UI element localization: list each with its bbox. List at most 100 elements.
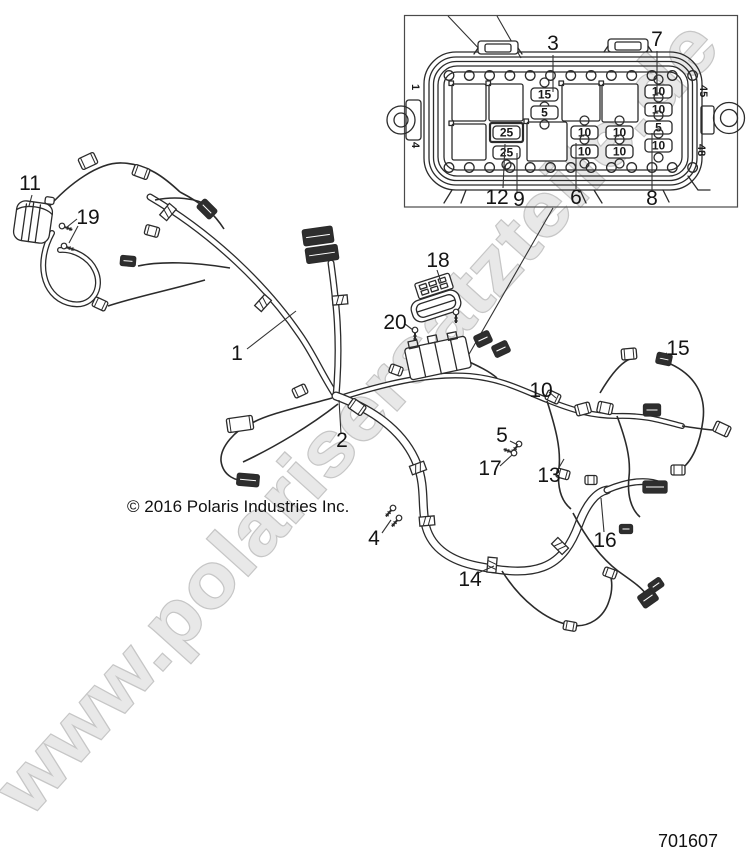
svg-text:5: 5: [655, 121, 662, 135]
connector: [91, 296, 109, 312]
tube-core: [328, 260, 341, 399]
wire: [220, 397, 333, 482]
connector: [544, 389, 562, 405]
connector: [291, 383, 309, 399]
screw: [452, 308, 460, 323]
svg-text:10: 10: [613, 145, 627, 159]
clamp-band: [158, 202, 178, 222]
connector: [304, 243, 340, 265]
wire: [546, 400, 572, 510]
right-mount-ear: [700, 101, 746, 135]
pin: [463, 70, 475, 81]
callout-20: 20: [383, 311, 406, 334]
tube-core: [41, 231, 100, 306]
callout-16: 16: [593, 529, 616, 552]
pin: [605, 162, 617, 173]
inset-frame: [403, 14, 739, 208]
pin: [626, 162, 638, 173]
screw: [58, 222, 73, 232]
fuse: 25: [488, 121, 525, 144]
connector: [637, 587, 659, 609]
callout-14: 14: [458, 568, 482, 591]
connector: [119, 254, 137, 268]
pin: [443, 162, 455, 173]
fuse: 15: [530, 77, 559, 112]
callout-6: 6: [570, 186, 582, 209]
callout-2: 2: [336, 429, 348, 452]
pin: [484, 162, 496, 173]
connector: [236, 472, 260, 488]
connector: [491, 340, 511, 358]
pin: [524, 70, 536, 81]
wire: [572, 512, 647, 595]
fuseblock-cover: [410, 289, 462, 323]
fuse: 25: [492, 145, 521, 170]
connector: [602, 566, 618, 580]
callout-3: 3: [547, 32, 559, 55]
fuse: 10: [644, 128, 673, 163]
callout-5: 5: [496, 424, 508, 447]
pin: [666, 162, 678, 173]
clamp-band: [331, 294, 349, 306]
relay-cavities: [448, 80, 639, 162]
pin: [524, 162, 536, 173]
svg-text:10: 10: [652, 139, 666, 153]
callout-13: 13: [537, 464, 560, 487]
connector: [473, 330, 493, 348]
connector: [77, 151, 99, 171]
callout-10: 10: [529, 379, 552, 402]
pin: [626, 70, 638, 81]
connector: [642, 480, 668, 494]
pin: [605, 70, 617, 81]
wire: [665, 361, 705, 471]
callout-11: 11: [19, 172, 41, 195]
svg-text:10: 10: [578, 145, 592, 159]
latch-tab: [603, 38, 653, 53]
pin: [687, 70, 699, 81]
pin: [585, 70, 597, 81]
fusebox-feet: [443, 175, 711, 204]
main-callouts: 1 2 4 5 10 11 13 14 15 16 17 18 19 20: [19, 172, 690, 591]
wire: [242, 403, 339, 463]
connector: [196, 198, 218, 220]
pin: [545, 70, 556, 81]
screw: [391, 514, 403, 528]
part-number: 701607: [658, 831, 719, 851]
harness-connectors: [58, 151, 732, 632]
inset-callouts: 3 7 12 9 6 8: [485, 28, 663, 211]
canister-component: [12, 196, 55, 244]
cavity-label-45: 45: [697, 85, 709, 97]
fuse-slots: 15 5 10 10 5 10: [488, 74, 673, 170]
wire: [137, 262, 231, 269]
connector: [143, 224, 161, 238]
wire: [45, 162, 181, 211]
pin: [443, 70, 455, 81]
connector: [647, 577, 665, 593]
connector: [642, 403, 662, 417]
fuseblock-assembly: [404, 272, 472, 381]
connector: [574, 401, 592, 417]
latch-tab: [473, 40, 523, 55]
wire: [107, 279, 206, 307]
fusebox-inset: 1 4 45 48 15: [386, 14, 746, 211]
fusebox-housing: [423, 51, 703, 191]
clamp-band: [418, 515, 436, 527]
tube: [146, 193, 340, 400]
pin: [504, 70, 516, 81]
fuse: 5: [644, 110, 673, 135]
svg-text:25: 25: [500, 146, 514, 160]
fuse: 10: [605, 134, 634, 169]
clamp-band: [253, 293, 273, 313]
callout-15: 15: [666, 337, 689, 360]
wire: [599, 358, 631, 394]
cavity-label-1: 1: [409, 84, 421, 90]
wire: [501, 570, 610, 627]
pin: [666, 70, 678, 81]
terminal-pins: [443, 70, 699, 173]
connector: [555, 467, 571, 481]
copyright-notice: © 2016 Polaris Industries Inc.: [127, 497, 350, 516]
screw: [385, 504, 397, 518]
pin: [545, 162, 556, 173]
cavity-label-4: 4: [409, 142, 421, 149]
